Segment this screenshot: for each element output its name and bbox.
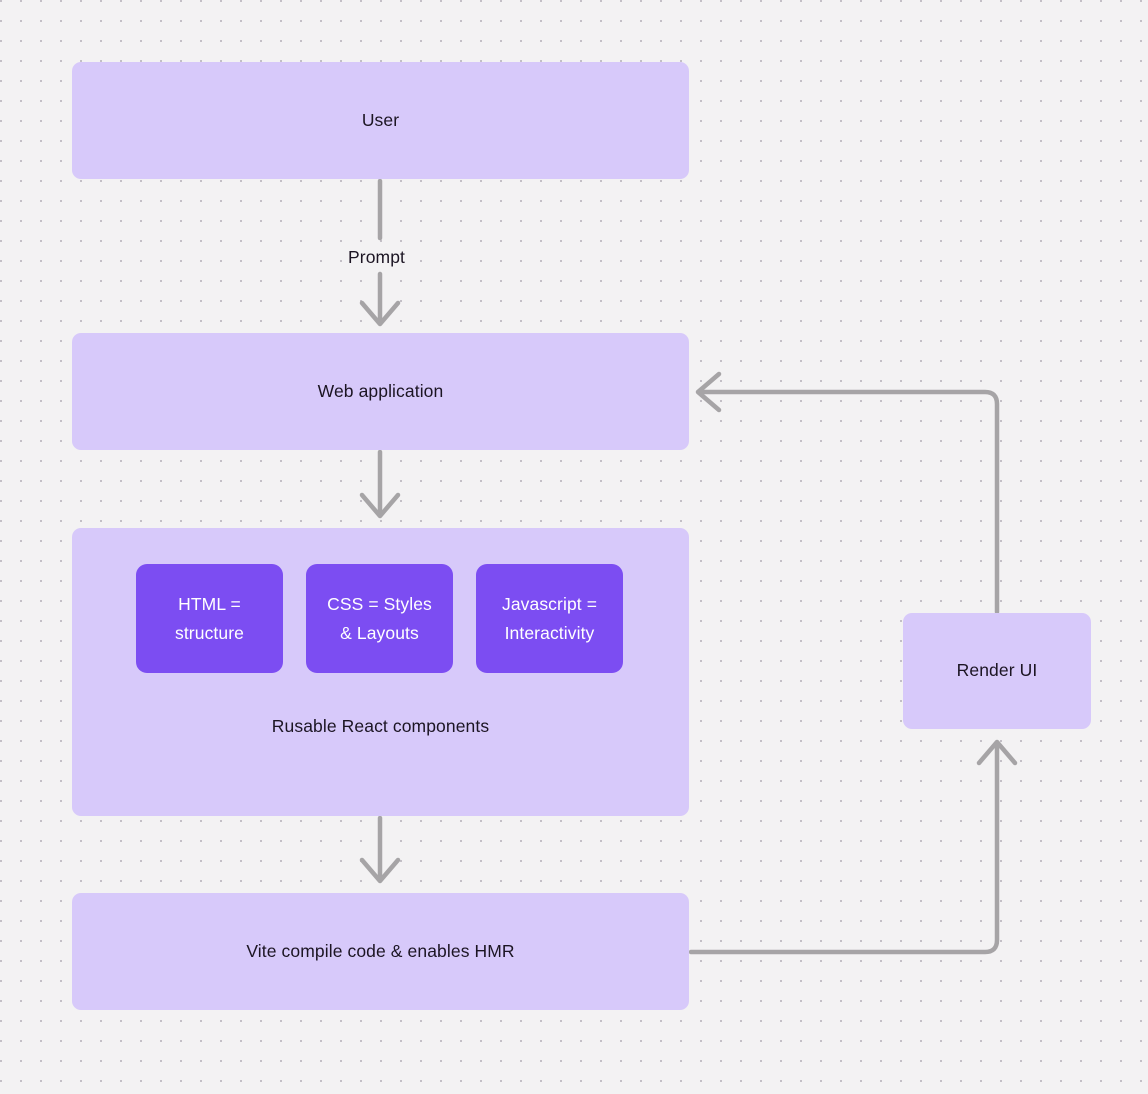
node-user-label: User [361, 109, 400, 130]
arrowhead-render-to-webapp [695, 371, 722, 413]
subnode-javascript-line1: Javascript = [501, 593, 598, 614]
subnode-css[interactable]: CSS = Styles & Layouts [306, 564, 453, 673]
node-vite-label: Vite compile code & enables HMR [246, 940, 515, 961]
node-react-components[interactable]: HTML = structure CSS = Styles & Layouts … [72, 528, 689, 816]
edge-render-to-webapp [699, 389, 1000, 615]
subnode-javascript-line2: Interactivity [504, 622, 595, 643]
subnode-html-line1: HTML = [178, 593, 241, 614]
subnode-javascript-label: Javascript = Interactivity [502, 590, 597, 648]
subnode-css-label: CSS = Styles & Layouts [327, 590, 432, 648]
subnode-html-line2: structure [175, 622, 244, 643]
subnode-css-line2: & Layouts [340, 622, 419, 643]
node-vite[interactable]: Vite compile code & enables HMR [72, 893, 689, 1010]
arrowhead-webapp-to-components [359, 492, 401, 519]
node-user[interactable]: User [72, 62, 689, 179]
edge-label-prompt: Prompt [343, 246, 411, 269]
subnode-html-label: HTML = structure [175, 590, 244, 648]
node-render-ui[interactable]: Render UI [903, 613, 1091, 729]
subnode-html[interactable]: HTML = structure [136, 564, 283, 673]
arrowhead-vite-to-render [976, 739, 1018, 766]
subnode-css-line1: CSS = Styles [327, 593, 432, 614]
arrowhead-user-to-webapp [359, 300, 401, 327]
arrowhead-components-to-vite [359, 857, 401, 884]
node-react-components-caption: Rusable React components [271, 716, 490, 736]
edge-vite-to-render [688, 742, 1000, 955]
node-render-ui-label: Render UI [956, 660, 1038, 681]
subnode-javascript[interactable]: Javascript = Interactivity [476, 564, 623, 673]
node-web-application[interactable]: Web application [72, 333, 689, 450]
node-web-application-label: Web application [317, 380, 444, 401]
